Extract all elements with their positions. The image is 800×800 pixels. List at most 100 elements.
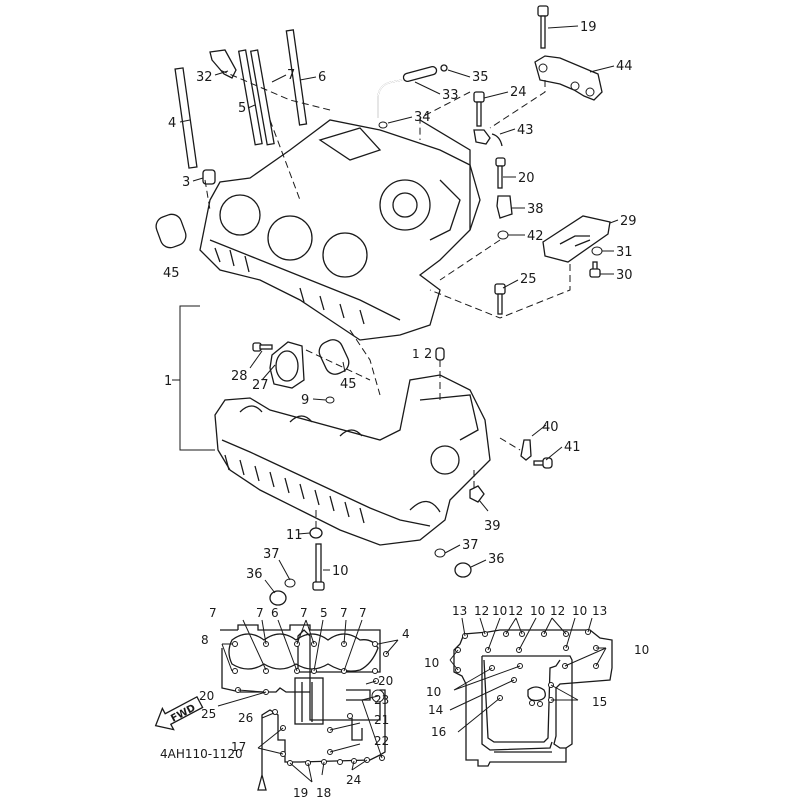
oring-37-left — [284, 578, 296, 588]
callout-43: 43 — [517, 123, 534, 138]
oring-37-right — [434, 548, 446, 558]
washer-31 — [591, 246, 603, 256]
upper-pattern-label-7a: 7 — [209, 606, 217, 620]
hose-33 — [402, 65, 438, 83]
lower-pattern-label-10-left: 10 — [424, 656, 439, 670]
callout-11: 11 — [286, 528, 303, 543]
callout-35: 35 — [472, 70, 489, 85]
upper-pattern-label-20-right: 20 — [378, 674, 393, 688]
lower-pattern-label-10-right: 10 — [634, 643, 649, 657]
upper-pattern-label-23: 23 — [374, 693, 389, 707]
drawing-code: 4AH110-1120 — [160, 747, 243, 761]
cover-27 — [269, 341, 305, 389]
callout-37-left: 37 — [263, 547, 280, 562]
bracket-32 — [209, 49, 237, 79]
callout-2: 2 — [424, 347, 432, 362]
upper-pattern-label-17: 17 — [231, 740, 246, 754]
stud-6 — [285, 29, 308, 126]
callout-29: 29 — [620, 214, 637, 229]
callout-3: 3 — [182, 175, 190, 190]
lower-pattern-label-13-right: 13 — [592, 604, 607, 618]
callout-1: 1 — [164, 374, 172, 389]
cover-plate-29 — [542, 215, 611, 263]
callout-41: 41 — [564, 440, 581, 455]
bolt-24 — [473, 91, 485, 127]
upper-pattern-label-8: 8 — [201, 633, 209, 647]
callout-40: 40 — [542, 420, 559, 435]
upper-pattern-label-25: 25 — [201, 707, 216, 721]
callout-24: 24 — [510, 85, 527, 100]
washer-42 — [497, 230, 509, 240]
callout-20: 20 — [518, 171, 535, 186]
breather-hose-33 — [377, 79, 403, 118]
lower-crankcase — [214, 374, 491, 546]
callout-38: 38 — [527, 202, 544, 217]
fitting-39 — [469, 485, 485, 503]
upper-pattern-label-21: 21 — [374, 713, 389, 727]
stud-5 — [237, 49, 263, 146]
lower-pattern-label-10-inner: 10 — [426, 685, 441, 699]
bolt-10 — [312, 543, 325, 591]
callout-44: 44 — [616, 59, 633, 74]
bracket-44 — [534, 55, 603, 101]
upper-pattern-label-19: 19 — [293, 786, 308, 800]
upper-case-bolt-pattern: 7 7 6 7 5 7 7 8 4 20 25 26 23 20 21 17 2… — [199, 606, 410, 800]
callout-10: 10 — [332, 564, 349, 579]
callout-7: 7 — [287, 68, 295, 83]
bolt-30 — [589, 261, 601, 278]
callout-36-left: 36 — [246, 567, 263, 582]
lower-pattern-label-15: 15 — [592, 695, 607, 709]
bolt-28 — [252, 342, 273, 352]
callout-9: 9 — [301, 393, 309, 408]
oring-9 — [325, 396, 335, 404]
lower-case-bolt-pattern: 13 12 10 12 10 12 10 13 10 10 10 14 16 1… — [424, 604, 649, 767]
lower-pattern-label-16: 16 — [431, 725, 446, 739]
oring-34 — [378, 121, 388, 129]
bolt-41 — [533, 457, 553, 469]
callout-labels: 19 44 35 33 24 34 43 32 7 6 5 4 3 20 38 … — [163, 20, 637, 582]
upper-pattern-label-7b: 7 — [256, 606, 264, 620]
callout-19: 19 — [580, 20, 597, 35]
lower-pattern-label-10b: 10 — [530, 604, 545, 618]
fwd-arrow-icon: FWD — [154, 695, 204, 731]
bracket-40 — [520, 439, 532, 461]
callout-4: 4 — [168, 116, 176, 131]
upper-pattern-label-22: 22 — [374, 734, 389, 748]
bolt-20 — [495, 157, 506, 189]
upper-crankcase — [199, 119, 481, 341]
callout-36-right: 36 — [488, 552, 505, 567]
bolt-25 — [494, 283, 506, 315]
lower-pattern-label-10c: 10 — [572, 604, 587, 618]
callout-32: 32 — [196, 70, 213, 85]
callout-34: 34 — [414, 110, 431, 125]
upper-pattern-label-5: 5 — [320, 606, 328, 620]
callout-5: 5 — [238, 101, 246, 116]
upper-pattern-label-6: 6 — [271, 606, 279, 620]
drain-plug-36-right — [454, 562, 472, 578]
callout-25: 25 — [520, 272, 537, 287]
bolt-19 — [537, 5, 549, 49]
callout-27: 27 — [252, 378, 269, 393]
upper-pattern-label-26: 26 — [238, 711, 253, 725]
callout-6: 6 — [318, 70, 326, 85]
upper-pattern-label-4: 4 — [402, 627, 410, 641]
washer-11 — [309, 527, 323, 539]
leader-lines — [172, 25, 619, 594]
lower-pattern-label-12b: 12 — [508, 604, 523, 618]
guide-38 — [496, 195, 513, 219]
callout-45-upper: 45 — [163, 266, 180, 281]
upper-pattern-label-7c: 7 — [300, 606, 308, 620]
callout-45-lower: 45 — [340, 377, 357, 392]
dowel-2 — [435, 347, 445, 361]
callout-31: 31 — [616, 245, 633, 260]
callout-28: 28 — [231, 369, 248, 384]
upper-pattern-label-18: 18 — [316, 786, 331, 800]
lower-pattern-label-12a: 12 — [474, 604, 489, 618]
lower-pattern-label-10a: 10 — [492, 604, 507, 618]
clip-35 — [440, 64, 448, 72]
drain-plug-36-left — [269, 590, 287, 606]
lower-pattern-label-14: 14 — [428, 703, 443, 717]
dowel-45-upper — [155, 213, 187, 249]
